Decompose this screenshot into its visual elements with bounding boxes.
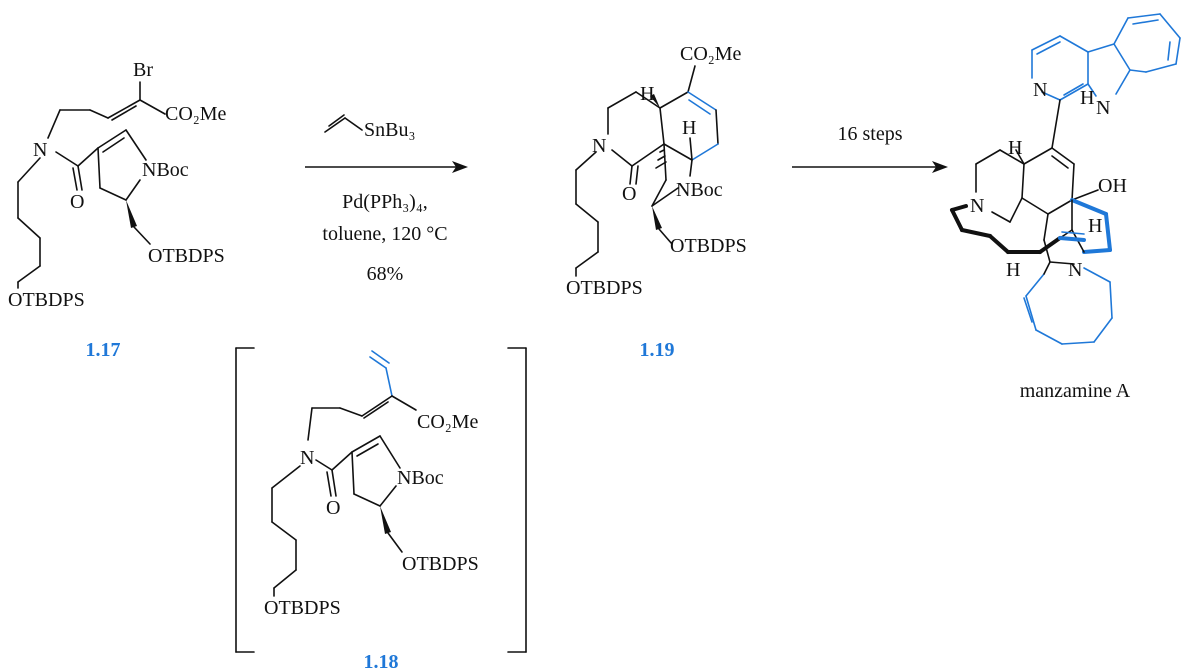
reaction-yield: 68% [367, 263, 404, 285]
amide-nitrogen: N [33, 139, 47, 161]
arrow-head-2 [932, 161, 948, 173]
otbdps-chain-end: OTBDPS [264, 597, 341, 619]
vinyl-reagent-bond-1 [324, 117, 346, 133]
reagent-stannane: SnBu₃ [364, 119, 415, 141]
ring-fusion-hydrogen-1: H [640, 83, 654, 105]
compound-1-18: CO₂Me N NBoc O OTBDPS OTBDPS 1.18 [235, 347, 527, 672]
indole-hydrogen: H [1080, 87, 1094, 109]
tertiary-amine-nitrogen: N [970, 195, 984, 217]
ester-group: CO₂Me [417, 411, 479, 433]
otbdps-chain-end: OTBDPS [8, 289, 85, 311]
nboc-group: NBoc [142, 159, 189, 181]
nboc-group: NBoc [676, 179, 723, 201]
vinyl-reagent-bond-3 [344, 117, 363, 131]
bromine-atom: Br [133, 59, 153, 81]
compound-1-19-bonds [575, 65, 719, 277]
vinyl-reagent-bond-2 [328, 114, 345, 127]
compound-label-1-18: 1.18 [364, 651, 399, 672]
reaction-arrow-2: 16 steps [792, 123, 948, 173]
aminal-hydrogen: H [1006, 259, 1020, 281]
bridgehead-hydrogen: H [1088, 215, 1102, 237]
amide-nitrogen: N [300, 447, 314, 469]
natural-product-name: manzamine A [1020, 380, 1131, 402]
manzamine-a: N N H H N OH H H N manzamine A [950, 13, 1181, 402]
arrow-head-1 [452, 161, 468, 173]
carbonyl-oxygen: O [70, 191, 84, 213]
ring-fusion-hydrogen-2: H [682, 117, 696, 139]
step-count-label: 16 steps [838, 123, 903, 145]
compound-label-1-19: 1.19 [640, 339, 675, 361]
nboc-group: NBoc [397, 467, 444, 489]
lactam-oxygen: O [622, 183, 636, 205]
otbdps-side-chain: OTBDPS [148, 245, 225, 267]
compound-1-17: Br CO₂Me N NBoc O OTBDPS OTBDPS 1.17 [8, 59, 227, 361]
ring-fusion-hydrogen: H [1008, 137, 1022, 159]
bracket-left [235, 347, 255, 653]
compound-label-1-17: 1.17 [86, 339, 121, 361]
compound-1-19: CO₂Me H H N O NBoc OTBDPS OTBDPS 1.19 [566, 43, 747, 361]
ester-group: CO₂Me [165, 103, 227, 125]
bracket-right [507, 347, 527, 653]
pyridine-nitrogen: N [1033, 79, 1047, 101]
ester-group: CO₂Me [680, 43, 742, 65]
otbdps-side-chain: OTBDPS [670, 235, 747, 257]
otbdps-chain-end: OTBDPS [566, 277, 643, 299]
reaction-arrow-1: SnBu₃ Pd(PPh₃)₄, toluene, 120 °C 68% [305, 114, 468, 285]
lactam-nitrogen: N [592, 135, 606, 157]
azocine-nitrogen: N [1068, 259, 1082, 281]
hydroxyl-group: OH [1098, 175, 1127, 197]
indole-nitrogen: N [1096, 97, 1110, 119]
manzamine-core-bonds [950, 147, 1113, 345]
compound-1-17-bonds [17, 81, 166, 289]
otbdps-side-chain: OTBDPS [402, 553, 479, 575]
compound-1-18-bonds [271, 350, 417, 597]
beta-carboline-bonds [1031, 13, 1181, 149]
reagent-conditions: toluene, 120 °C [322, 223, 447, 245]
reagent-catalyst: Pd(PPh₃)₄, [342, 191, 428, 213]
carbonyl-oxygen: O [326, 497, 340, 519]
